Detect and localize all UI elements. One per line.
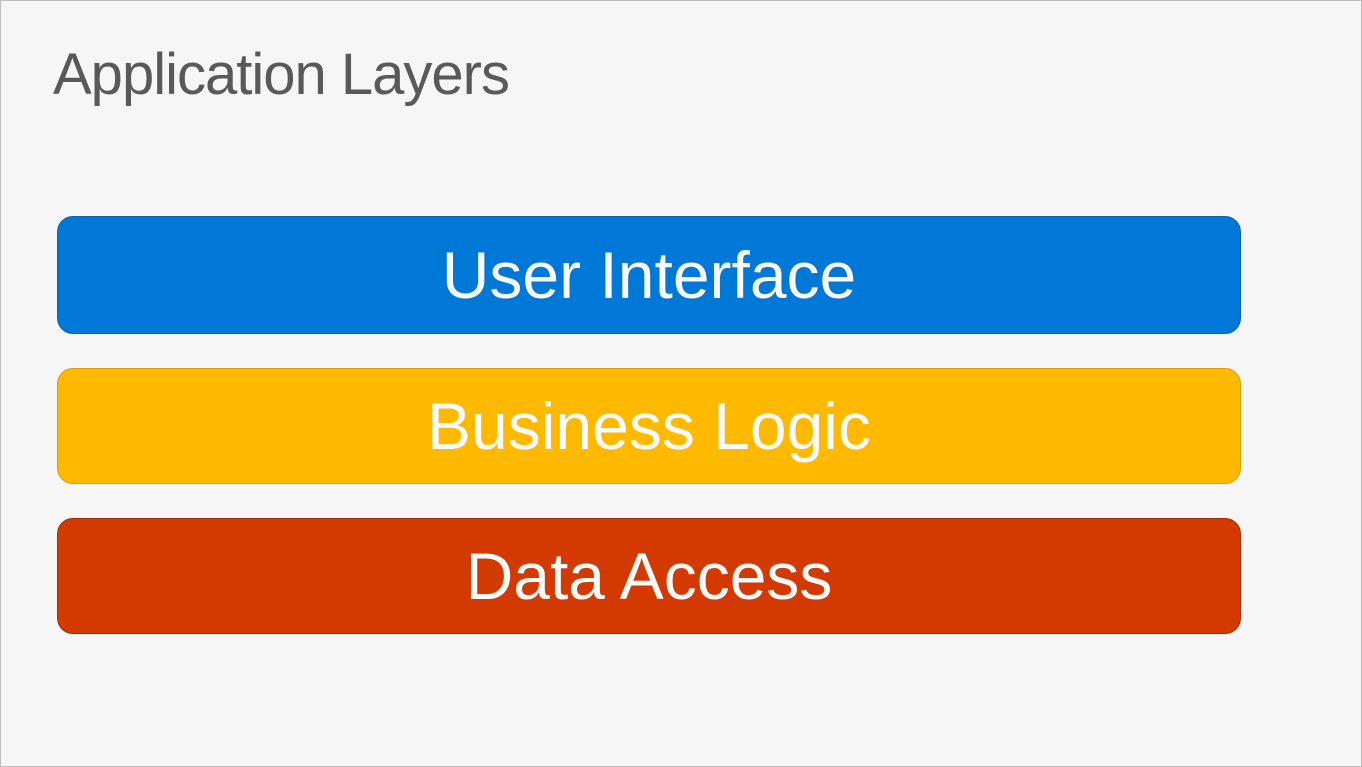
layer-bar-user-interface: User Interface [57, 216, 1241, 334]
layer-bar-business-logic: Business Logic [57, 368, 1241, 484]
page-title: Application Layers [53, 42, 510, 107]
layer-label: Business Logic [427, 389, 871, 463]
layer-label: User Interface [441, 238, 857, 312]
layer-label: Data Access [465, 539, 833, 613]
layer-bar-data-access: Data Access [57, 518, 1241, 634]
